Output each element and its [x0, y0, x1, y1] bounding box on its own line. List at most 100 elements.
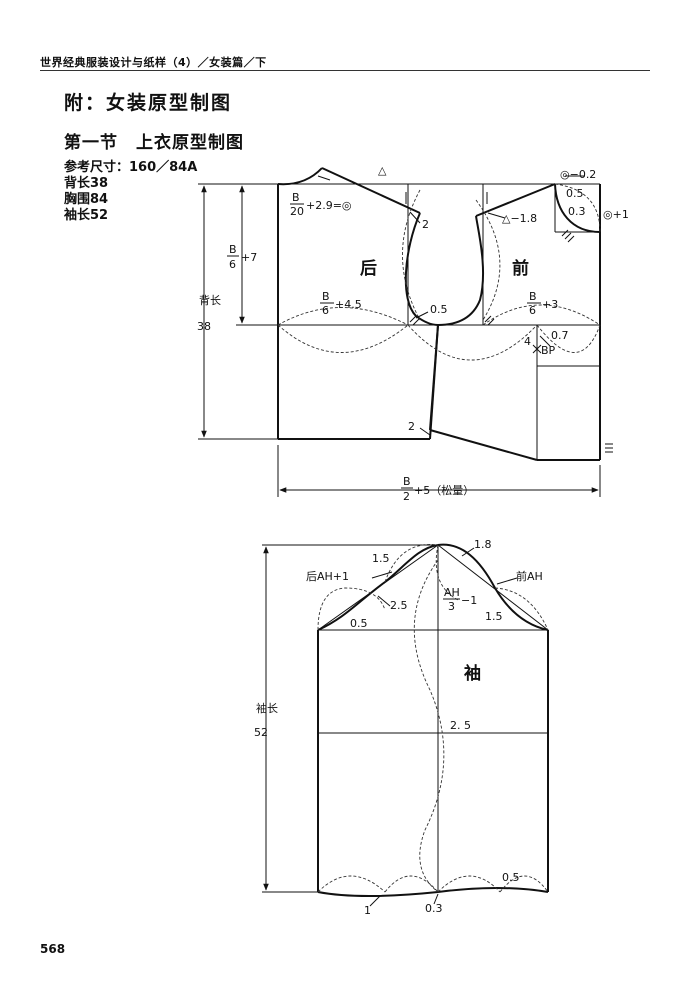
front-neckline [554, 183, 601, 233]
frac-6-4: 6 [529, 304, 536, 317]
frac-6-3: 6 [322, 304, 329, 317]
sleeve-length-spec: 袖长52 [64, 208, 109, 223]
armhole-guide-arc-back [402, 189, 421, 321]
total-width-suffix: +5（松量） [414, 483, 474, 497]
hem-guide-1 [317, 875, 386, 893]
ah-num: AH [444, 586, 460, 599]
back-ah-leader [371, 571, 393, 579]
sleeve-draft: 袖 袖长 52 后AH+1 前AH 1.8 1.5 2.5 1.5 0.5 AH… [254, 538, 549, 917]
hem-1: 1 [364, 904, 371, 917]
armhole-0-5: 0.5 [430, 303, 448, 316]
reference-size: 参考尺寸：160／84A [64, 160, 198, 175]
back-neck-leader [317, 175, 331, 181]
back-armhole [404, 212, 439, 326]
bp-label: BP [541, 344, 556, 357]
shoulder-2: 2 [422, 218, 429, 231]
front-ah-line [437, 544, 549, 631]
circle-minus: ◎−0.2 [560, 168, 596, 181]
frac-b-top-1: B [292, 191, 300, 204]
hem-guide-3 [437, 875, 501, 893]
frac-b-top-5: B [403, 475, 411, 488]
armhole-depth-suffix: +7 [241, 251, 257, 264]
back-neckline [277, 167, 323, 186]
hem-guide-4 [499, 875, 549, 893]
side-seam-front [429, 324, 439, 431]
cf-ticks [605, 443, 613, 453]
cap-1-5-right: 1.5 [485, 610, 503, 623]
section-title: 第一节 上衣原型制图 [64, 133, 244, 153]
header-rule [40, 70, 650, 71]
frac-6-2: 6 [229, 258, 236, 271]
back-width-suffix: +4.5 [335, 298, 362, 311]
bust-spec: 胸围84 [64, 192, 109, 207]
cap-1-8: 1.8 [474, 538, 492, 551]
bust-arc-back [277, 307, 409, 326]
frac-b-top-2: B [229, 243, 237, 256]
back-ah-label: 后AH+1 [306, 570, 349, 583]
cap-0-5: 0.5 [350, 617, 368, 630]
delta-front: △−1.8 [502, 212, 537, 225]
cap-2-5: 2.5 [390, 599, 408, 612]
bust-arc-back-lower [277, 324, 409, 353]
sleeve-seam-curve [413, 559, 445, 893]
ah-suffix: −1 [461, 594, 477, 607]
back-neck-suffix: +2.9=◎ [306, 199, 352, 212]
bp-4: 4 [524, 335, 531, 348]
circle-plus: ◎+1 [603, 208, 629, 221]
cap-1-5-top: 1.5 [372, 552, 390, 565]
side-back-length-label: 背长 [199, 293, 221, 307]
side-back-length-value: 38 [197, 320, 211, 333]
front-ah-leader [496, 577, 518, 585]
sleeve-length-label: 袖长 [256, 701, 278, 715]
cap-25-leader [377, 595, 391, 607]
delta-back: △ [378, 164, 387, 177]
bodice-draft: 后 前 B 20 +2.9=◎ B 6 +7 背长 38 B 6 +4.5 B … [197, 164, 629, 503]
neck-0-5: 0.5 [566, 187, 584, 200]
hem-1-leader [369, 895, 381, 907]
shoulder-2-leader [409, 211, 421, 224]
ah-den: 3 [448, 600, 455, 613]
bp-mark [532, 344, 542, 354]
cap-guide-back-2 [384, 544, 439, 583]
sleeve-hem [317, 887, 549, 897]
back-length-spec: 背长38 [64, 176, 109, 191]
sleeve-length-value: 52 [254, 726, 268, 739]
armhole-05-leader [415, 311, 429, 319]
frac-b-top-4: B [529, 290, 537, 303]
running-header: 世界经典服装设计与纸样（4）／女装篇／下 [40, 56, 267, 69]
bust-arc-mid [407, 324, 538, 361]
hem-guide-2 [384, 875, 439, 893]
cap-guide-mid [435, 544, 459, 601]
back-shoulder-line [321, 167, 421, 214]
bp-leader [539, 335, 551, 347]
front-armhole [437, 215, 485, 326]
waist-2: 2 [408, 420, 415, 433]
front-armhole-ticks [484, 315, 495, 326]
front-panel-label: 前 [512, 258, 529, 279]
bp-0-7: 0.7 [551, 329, 569, 342]
front-ah-label: 前AH [516, 569, 543, 583]
front-shoulder-line [475, 183, 556, 217]
neck-0-3: 0.3 [568, 205, 586, 218]
front-waist-line [429, 429, 538, 461]
neck-guide-arc [554, 183, 601, 233]
waist-2-leader [419, 427, 431, 436]
neck-ticks [561, 229, 575, 243]
front-shoulder-leader [487, 212, 506, 219]
bust-arc-front [482, 304, 601, 326]
sleeve-panel-label: 袖 [464, 663, 481, 684]
appendix-title: 附：女装原型制图 [64, 92, 233, 114]
armhole-guide-arc-front [475, 199, 501, 321]
hem-0-3: 0.3 [425, 902, 443, 915]
frac-b-top-3: B [322, 290, 330, 303]
back-armhole-ticks [409, 315, 420, 326]
front-width-suffix: +3 [542, 298, 558, 311]
hem-0-5: 0.5 [502, 871, 520, 884]
page-number: 568 [40, 942, 66, 956]
frac-20: 20 [290, 205, 304, 218]
shoulder-ticks [405, 192, 488, 204]
cap-18-leader [461, 547, 475, 557]
back-panel-label: 后 [360, 259, 377, 279]
back-ah-line [317, 544, 439, 631]
